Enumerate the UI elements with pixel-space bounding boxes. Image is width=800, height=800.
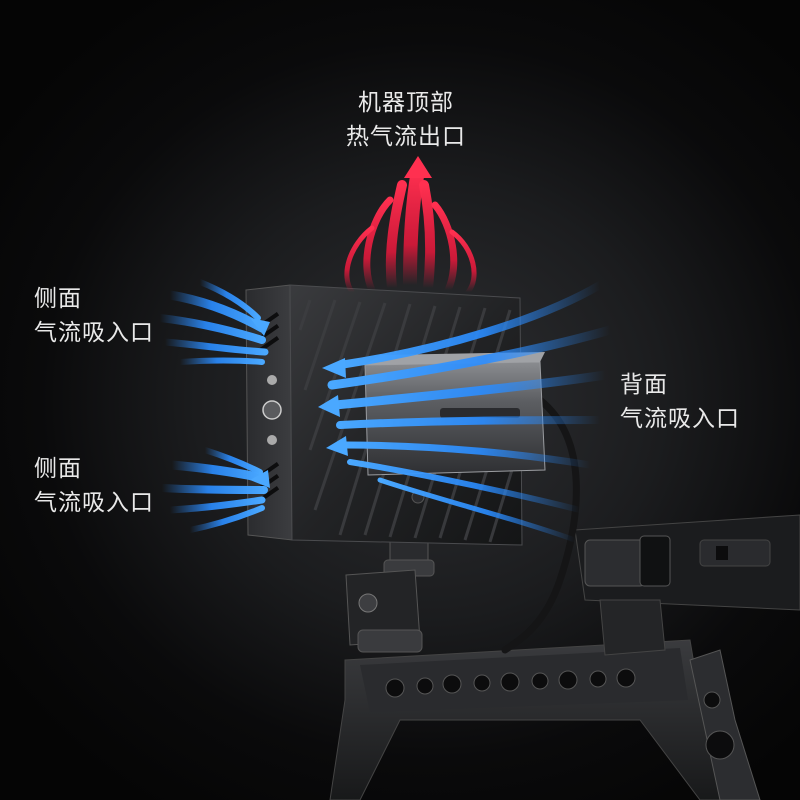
label-left-upper-line2: 气流吸入口 [34,320,154,346]
label-left-lower-line2: 气流吸入口 [34,490,154,516]
camera-body [574,514,800,656]
label-top-line2: 热气流出口 [346,124,466,150]
label-back-intake: 背面 气流吸入口 [620,368,740,436]
cable [501,396,580,654]
label-top-line1: 机器顶部 [358,90,454,116]
back-intake-arrowheads [250,318,348,488]
label-back-line2: 气流吸入口 [620,406,740,432]
label-left-upper-intake: 侧面 气流吸入口 [34,282,154,350]
left-lower-intake-arrows [158,447,268,533]
hot-air-arrowhead [404,156,432,178]
label-left-lower-line1: 侧面 [34,456,82,482]
mount-arm [345,534,435,653]
camera-cage-handle [329,639,761,800]
label-left-upper-line1: 侧面 [34,286,82,312]
label-left-lower-intake: 侧面 气流吸入口 [34,452,154,520]
label-back-line1: 背面 [620,372,668,398]
left-upper-intake-arrows [156,279,269,365]
label-top-hot-air-outlet: 机器顶部 热气流出口 [0,86,800,154]
back-intake-arrows [327,281,615,543]
hot-air-exhaust-arrows [344,163,477,295]
